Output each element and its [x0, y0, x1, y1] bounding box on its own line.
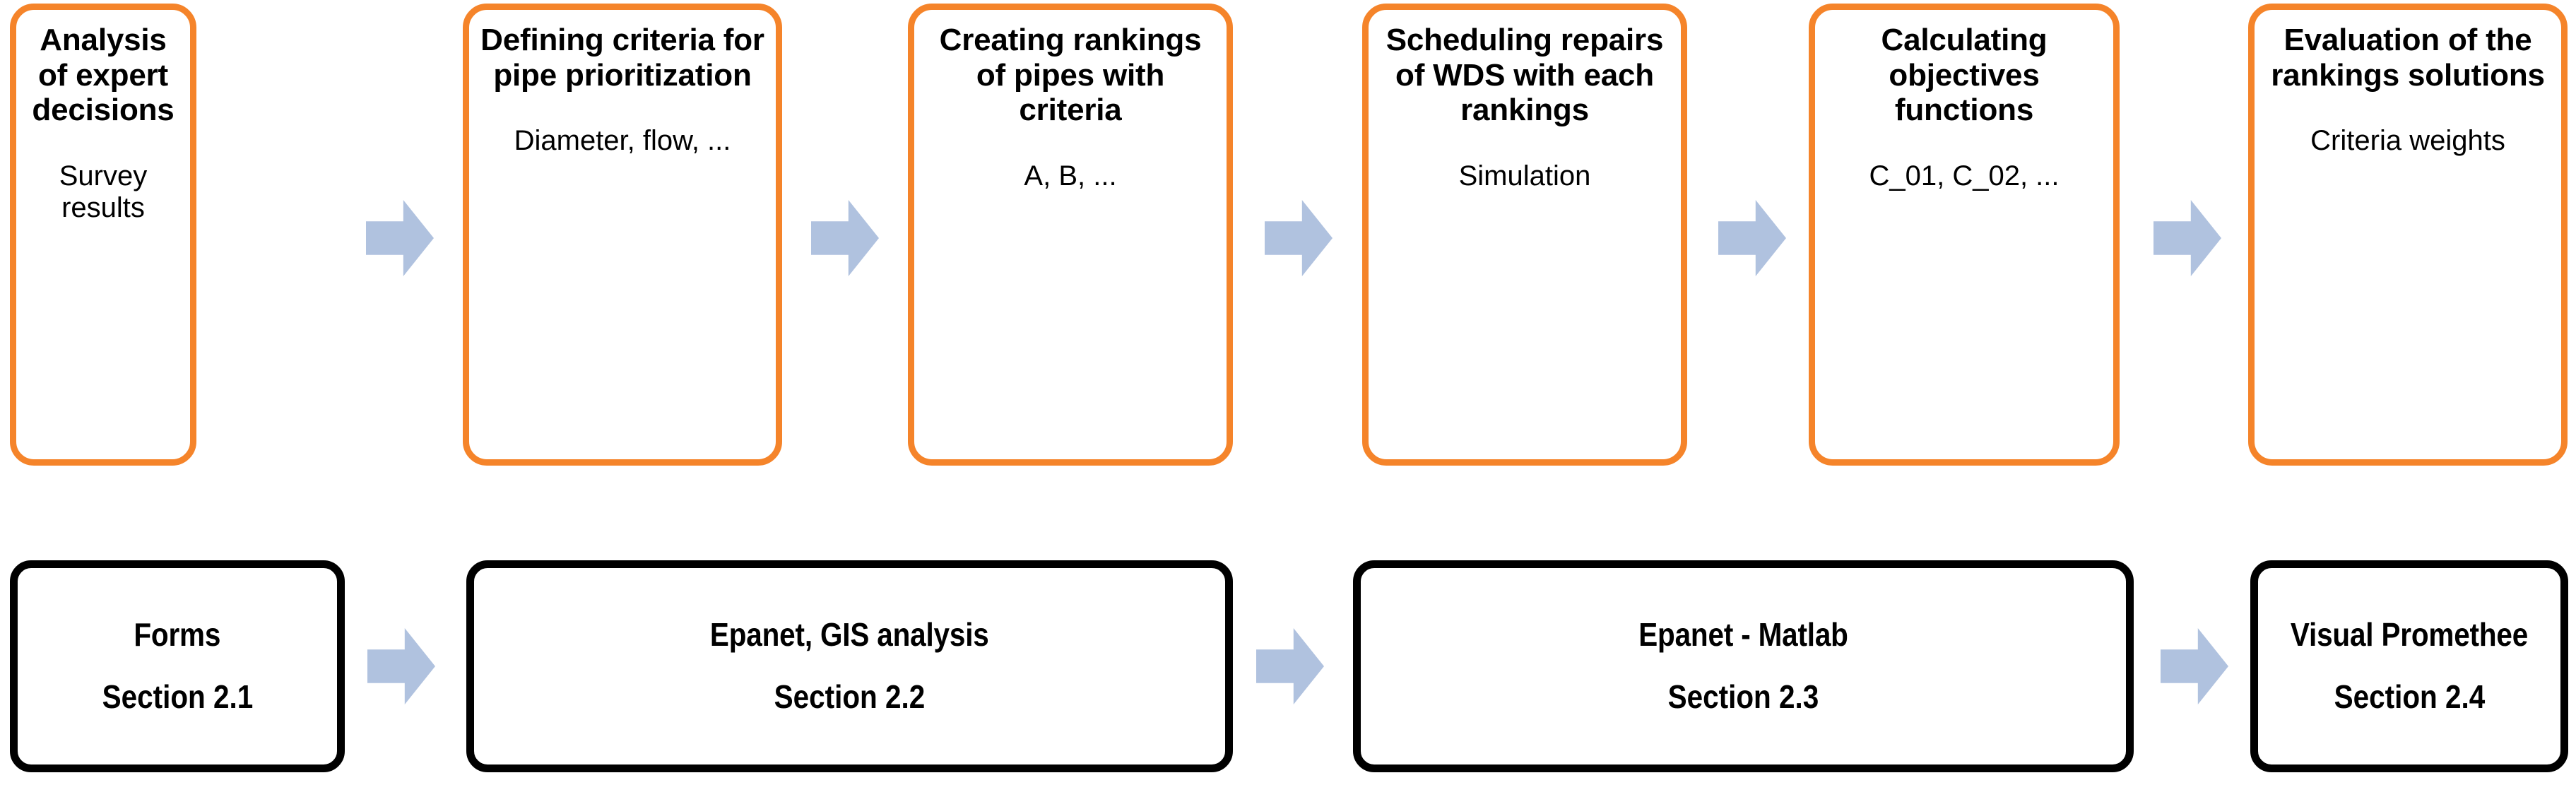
process-step-6-title: Evaluation of the rankings solutions — [2271, 23, 2545, 93]
tool-step-1-name: Forms — [134, 616, 221, 654]
process-step-5-title: Calculating objectives functions — [1881, 23, 2048, 128]
process-step-3-subtitle: A, B, ... — [1024, 160, 1117, 192]
tool-step-4[interactable]: Visual Promethee Section 2.4 — [2250, 560, 2568, 772]
tool-step-3-section: Section 2.3 — [1667, 678, 1819, 715]
tool-step-1[interactable]: Forms Section 2.1 — [10, 560, 345, 772]
right-arrow-icon-1 — [366, 200, 434, 276]
right-arrow-icon-7 — [1256, 628, 1324, 704]
process-step-5[interactable]: Calculating objectives functions C_01, C… — [1809, 4, 2120, 466]
process-step-6-subtitle: Criteria weights — [2310, 125, 2505, 157]
right-arrow-icon-8 — [2161, 628, 2228, 704]
tool-step-4-section: Section 2.4 — [2334, 678, 2485, 715]
tool-step-2-name: Epanet, GIS analysis — [710, 616, 989, 654]
tool-step-3[interactable]: Epanet - Matlab Section 2.3 — [1353, 560, 2134, 772]
right-arrow-icon-4 — [1718, 200, 1786, 276]
tool-step-1-section: Section 2.1 — [102, 678, 253, 715]
tool-step-2[interactable]: Epanet, GIS analysis Section 2.2 — [466, 560, 1233, 772]
process-step-1-subtitle: Survey results — [59, 160, 148, 224]
right-arrow-icon-3 — [1265, 200, 1333, 276]
process-step-5-subtitle: C_01, C_02, ... — [1869, 160, 2060, 192]
process-step-1[interactable]: Analysis of expert decisions Survey resu… — [10, 4, 196, 466]
process-step-1-title: Analysis of expert decisions — [32, 23, 175, 128]
process-step-4-subtitle: Simulation — [1458, 160, 1591, 192]
right-arrow-icon-5 — [2153, 200, 2221, 276]
process-step-4[interactable]: Scheduling repairs of WDS with each rank… — [1362, 4, 1687, 466]
tool-step-3-name: Epanet - Matlab — [1638, 616, 1848, 654]
process-step-2[interactable]: Defining criteria for pipe prioritizatio… — [463, 4, 782, 466]
tool-step-4-name: Visual Promethee — [2290, 616, 2529, 654]
process-step-2-title: Defining criteria for pipe prioritizatio… — [480, 23, 764, 93]
process-step-6[interactable]: Evaluation of the rankings solutions Cri… — [2248, 4, 2568, 466]
right-arrow-icon-6 — [367, 628, 435, 704]
tool-step-2-section: Section 2.2 — [774, 678, 926, 715]
process-step-4-title: Scheduling repairs of WDS with each rank… — [1386, 23, 1664, 128]
process-step-3[interactable]: Creating rankings of pipes with criteria… — [908, 4, 1233, 466]
process-step-3-title: Creating rankings of pipes with criteria — [939, 23, 1202, 128]
right-arrow-icon-2 — [811, 200, 879, 276]
process-step-2-subtitle: Diameter, flow, ... — [514, 125, 731, 157]
